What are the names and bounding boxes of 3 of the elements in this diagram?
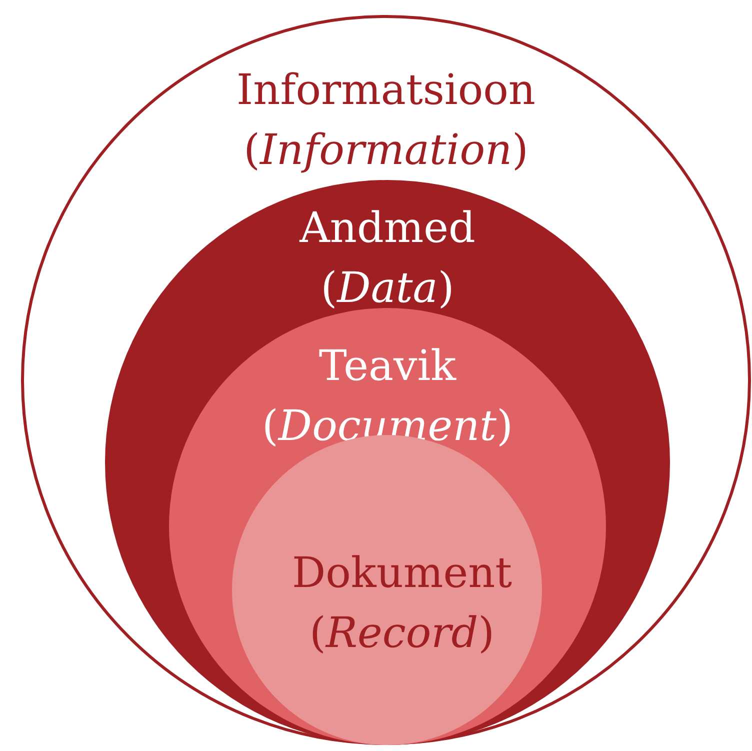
- circle-label: Informatsioon (Information): [236, 64, 536, 176]
- circle-label: Andmed (Data): [298, 202, 476, 314]
- circle-label: Dokument (Record): [290, 547, 514, 659]
